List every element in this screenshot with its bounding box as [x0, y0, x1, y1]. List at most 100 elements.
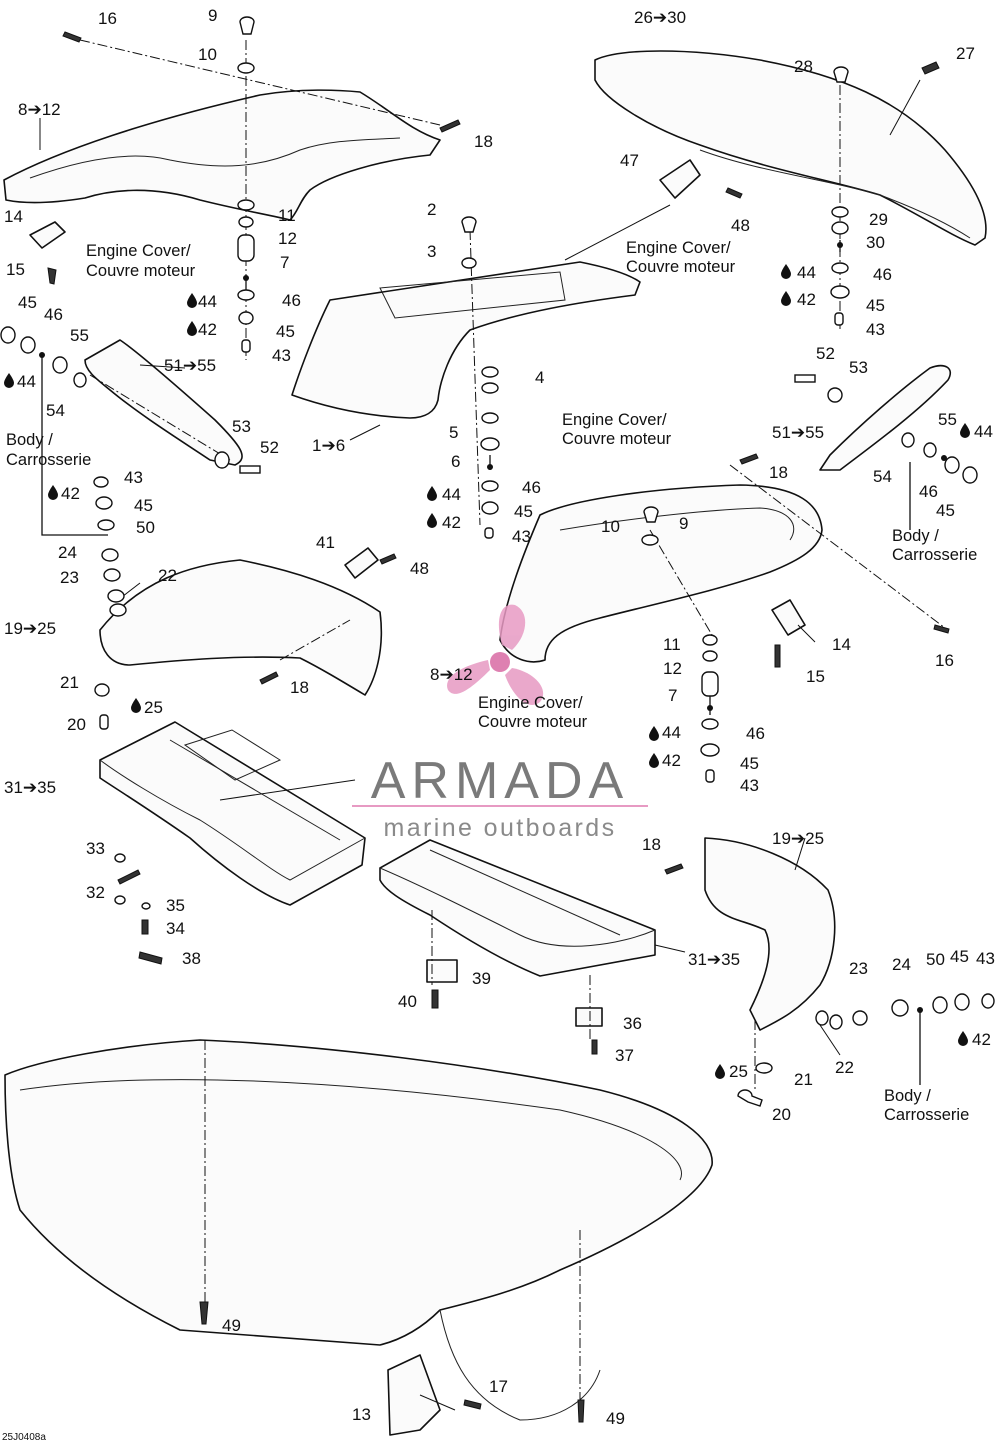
drop-icon: [187, 293, 197, 308]
side-rail-51-55-right: [819, 364, 952, 471]
couvre-moteur-label: Couvre moteur: [86, 262, 196, 280]
callout: 52: [260, 438, 279, 457]
drop-icon: [649, 753, 659, 768]
callout: 16: [935, 651, 954, 670]
hardware-rail-right: [794, 374, 978, 484]
callout: 45: [18, 293, 37, 312]
callout: 42: [198, 320, 217, 339]
drop-icon: [187, 321, 197, 336]
callout: 29: [869, 210, 888, 229]
bracket-41: [344, 547, 379, 579]
callout: 50: [926, 950, 945, 969]
callout: 50: [136, 518, 155, 537]
bracket-14-right: [771, 599, 806, 636]
callout: 18: [769, 463, 788, 482]
callout: 2: [427, 200, 436, 219]
callout: 46: [873, 265, 892, 284]
callout: 41: [316, 533, 335, 552]
callout: 39: [472, 969, 491, 988]
drop-icon: [4, 373, 14, 388]
callout: 44: [17, 372, 36, 391]
text-labels: Engine Cover/ Couvre moteur Engine Cover…: [6, 239, 977, 1124]
callout: 46: [282, 291, 301, 310]
callout: 42: [797, 290, 816, 309]
callout: 5: [449, 423, 458, 442]
callout: 35: [166, 896, 185, 915]
callout: 46: [746, 724, 765, 743]
bracket-13: [387, 1354, 441, 1436]
drop-icon: [781, 291, 791, 306]
drop-icon: [958, 1031, 968, 1046]
callout: 44: [797, 263, 816, 282]
callout: 7: [668, 686, 677, 705]
callout: 40: [398, 992, 417, 1011]
callout: 19➔25: [4, 619, 56, 638]
callout: 42: [662, 751, 681, 770]
callout: 17: [489, 1377, 508, 1396]
callout: 31➔35: [4, 778, 56, 797]
body-label: Body /: [892, 527, 939, 545]
callout: 45: [740, 754, 759, 773]
figure-reference: 25J0408a: [2, 1432, 46, 1443]
body-label: Body /: [6, 431, 53, 449]
carrosserie-label: Carrosserie: [6, 451, 91, 469]
callout: 45: [276, 322, 295, 341]
callout: 3: [427, 242, 436, 261]
drop-icon: [649, 726, 659, 741]
callout: 12: [663, 659, 682, 678]
callout: 1➔6: [312, 436, 345, 455]
callout: 53: [232, 417, 251, 436]
callout: 10: [601, 517, 620, 536]
callout: 14: [4, 207, 23, 226]
callout: 24: [58, 543, 77, 562]
callout: 42: [61, 484, 80, 503]
callout: 15: [806, 667, 825, 686]
callout: 45: [936, 501, 955, 520]
callout: 42: [442, 513, 461, 532]
backrest-19-25-right: [704, 837, 836, 1031]
engine-cover-label: Engine Cover/: [478, 694, 583, 712]
carrosserie-label: Carrosserie: [892, 546, 977, 564]
fasteners-misc: [47, 31, 950, 1423]
callout: 32: [86, 883, 105, 902]
callout: 51➔55: [772, 423, 824, 442]
hardware-stack-center: [461, 216, 500, 539]
engine-cover-label: Engine Cover/: [86, 242, 191, 260]
callout: 54: [46, 401, 65, 420]
callout: 43: [976, 949, 995, 968]
callout-numbers: 9 10 16 8➔12 18 11 12 7 46 44 45 42 43 1…: [4, 6, 995, 1428]
callout: 52: [816, 344, 835, 363]
engine-cover-1-6: [291, 261, 641, 419]
watermark-title: ARMADA: [371, 752, 629, 810]
callout: 27: [956, 44, 975, 63]
bracket-47: [659, 159, 701, 199]
callout: 44: [442, 485, 461, 504]
callout: 8➔12: [18, 100, 61, 119]
callout: 8➔12: [430, 665, 473, 684]
propeller-logo: [447, 604, 544, 705]
side-rail-51-55-left: [84, 339, 243, 466]
callout: 43: [740, 776, 759, 795]
callout: 11: [663, 635, 681, 654]
hardware-backrest-right: [737, 993, 995, 1107]
couvre-moteur-label: Couvre moteur: [626, 258, 736, 276]
callout: 48: [731, 216, 750, 235]
callout: 46: [919, 482, 938, 501]
callout: 49: [606, 1409, 625, 1428]
callout: 46: [44, 305, 63, 324]
callout: 46: [522, 478, 541, 497]
callout: 22: [835, 1058, 854, 1077]
callout: 18: [474, 132, 493, 151]
armada-watermark: ARMADA marine outboards: [352, 604, 648, 842]
callout: 20: [772, 1105, 791, 1124]
callout: 37: [615, 1046, 634, 1065]
callout: 55: [938, 410, 957, 429]
callout: 45: [514, 502, 533, 521]
callout: 45: [866, 296, 885, 315]
callout: 13: [352, 1405, 371, 1424]
hardware-rail-left: [0, 326, 261, 474]
engine-cover-label: Engine Cover/: [626, 239, 731, 257]
callout: 21: [794, 1070, 813, 1089]
drop-icon: [427, 486, 437, 501]
